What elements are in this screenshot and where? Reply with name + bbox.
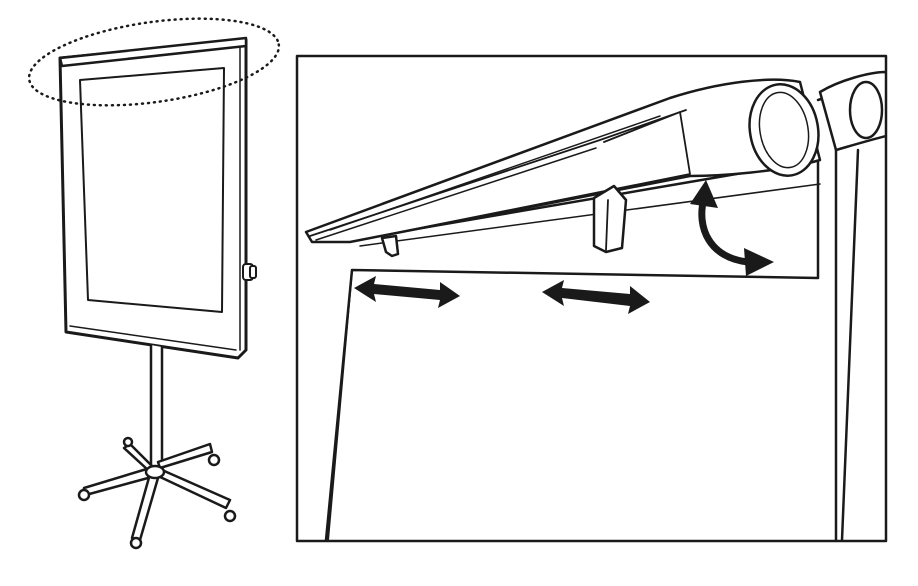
knob-rotate-arrow bbox=[690, 180, 774, 276]
detail-panel bbox=[295, 54, 888, 543]
flipchart-easel bbox=[58, 36, 257, 550]
easel-header-clamp bbox=[58, 36, 248, 68]
paper-pad-edge bbox=[327, 269, 353, 540]
easel-caster-wheels bbox=[77, 436, 237, 550]
clamp-rotating-knob bbox=[748, 83, 820, 177]
peg-slide-arrow-right bbox=[542, 280, 650, 314]
paper-peg-right bbox=[592, 184, 628, 254]
easel-side-knob bbox=[242, 263, 257, 281]
peg-slide-arrow-left bbox=[354, 276, 460, 308]
paper-peg-left bbox=[380, 234, 400, 258]
easel-mast bbox=[149, 343, 164, 472]
paper-pad-top-line bbox=[359, 183, 821, 247]
easel-base bbox=[80, 442, 232, 542]
clamp-bar-lip bbox=[315, 115, 661, 241]
detail-callout-ring bbox=[27, 17, 281, 107]
easel-board-surface bbox=[79, 67, 225, 313]
